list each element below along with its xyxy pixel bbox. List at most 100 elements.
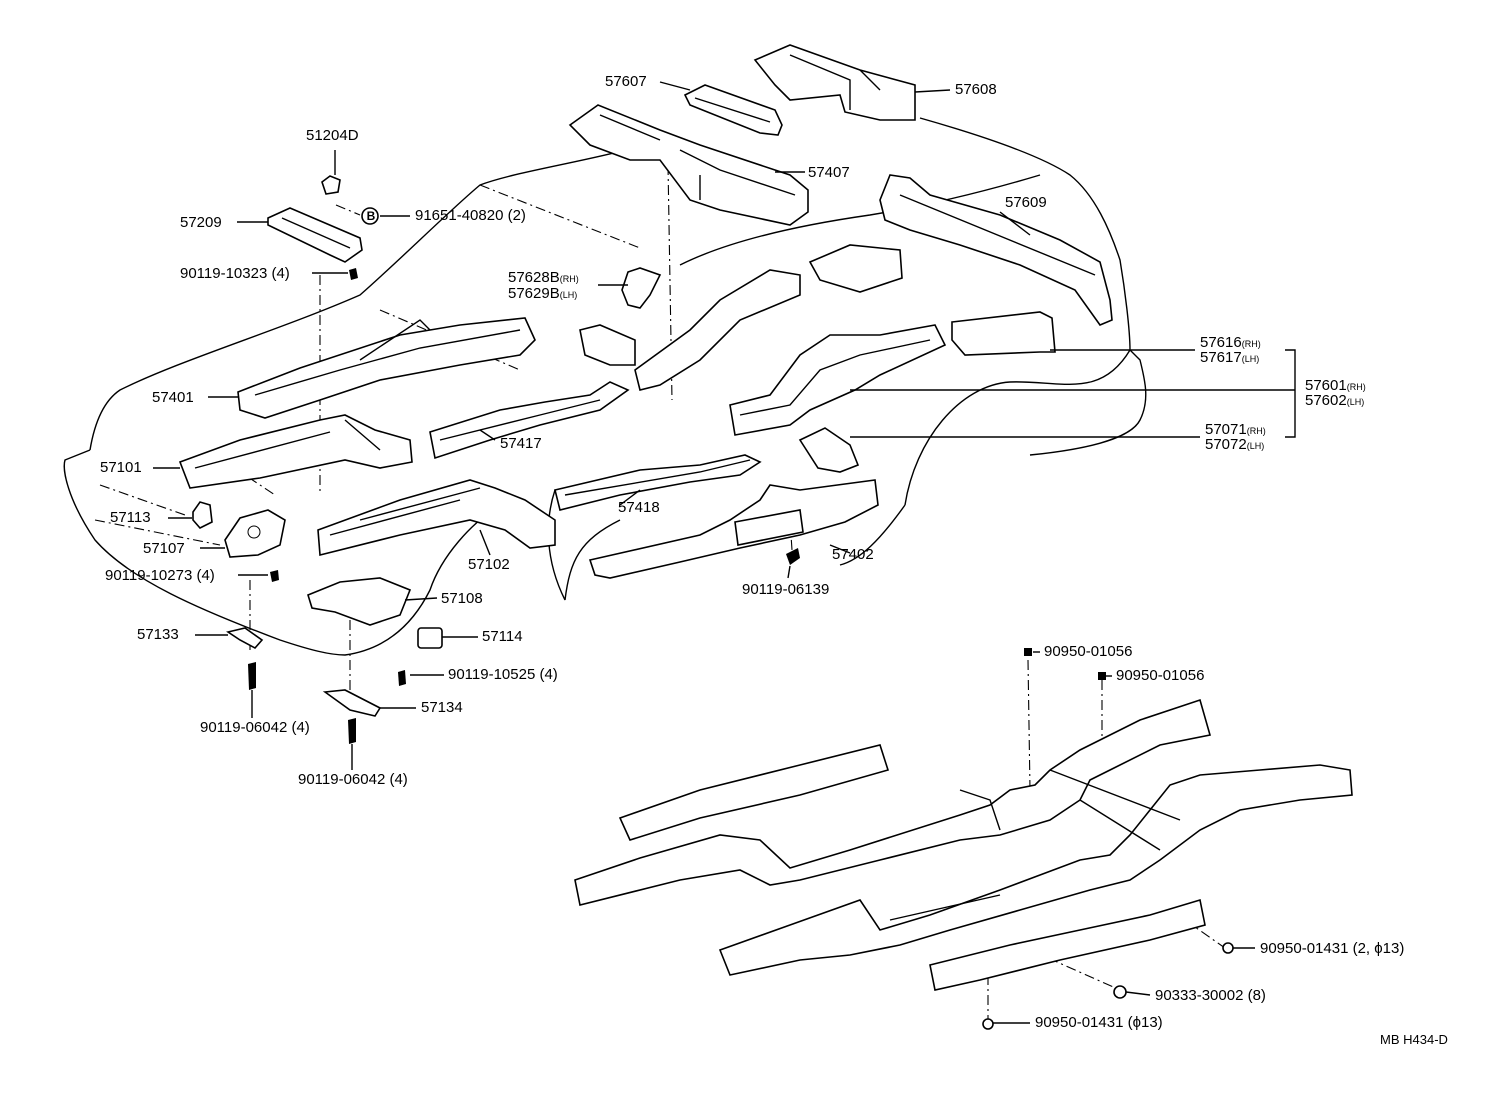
label-57134: 57134 [421,699,463,716]
label-57407: 57407 [808,164,850,181]
label-90119-06139: 90119-06139 [742,581,830,598]
guide-57107 [94,519,221,546]
label-57617: 57617(LH) [1200,350,1259,367]
label-90950-01431-a: 90950-01431 (2, ϕ13) [1260,940,1405,957]
label-57402: 57402 [832,546,874,563]
part-57113 [192,501,213,529]
part-57102 [317,479,556,557]
part-57402 [588,479,879,579]
label-57071: 57071(RH) [1205,422,1266,439]
label-57601: 57601(RH) [1305,378,1366,395]
part-57418 [554,454,762,511]
bolt-90119-10323 [349,268,358,280]
label-57629B-side: (LH) [559,290,578,300]
label-57418: 57418 [618,499,660,516]
label-57101: 57101 [100,459,142,476]
nut-90950-01056a [1024,648,1032,656]
guide-57101 [214,454,276,496]
part-57133 [226,627,264,650]
label-57616-number: 57616 [1200,334,1242,351]
body-outline-left-side [63,449,511,656]
body-outline-sill [564,504,906,601]
bolt-90119-06042a [248,662,256,690]
label-57114: 57114 [482,628,523,645]
part-57608 [753,44,916,121]
part-57601-upper [808,244,903,293]
label-57072: 57072(LH) [1205,437,1264,454]
label-57102: 57102 [468,556,510,573]
label-57601-side: (RH) [1346,382,1366,392]
guide-51204D [335,204,361,216]
label-90119-10525: 90119-10525 (4) [448,666,558,683]
label-90950-01056-a: 90950-01056 [1044,643,1133,660]
label-57601-number: 57601 [1305,377,1347,394]
guide-90950-01056a [1027,659,1031,791]
label-57209: 57209 [180,214,222,231]
label-90333-30002: 90333-30002 (8) [1155,987,1266,1004]
label-57108: 57108 [441,590,483,607]
part-57209 [267,207,363,263]
label-51204D: 51204D [306,127,359,144]
diagram-code: MB H434-D [1380,1032,1448,1047]
label-57133: 57133 [137,626,179,643]
label-57616: 57616(RH) [1200,335,1261,352]
label-90950-01056-b: 90950-01056 [1116,667,1205,684]
label-57617-side: (LH) [1241,354,1260,364]
bolt-90119-10273 [270,570,279,582]
part-57407 [568,104,809,226]
label-57628B-side: (RH) [559,274,579,284]
label-57608: 57608 [955,81,997,98]
label-90119-10273: 90119-10273 (4) [105,567,215,584]
label-57609: 57609 [1005,194,1047,211]
label-57628B-number: 57628B [508,269,560,286]
part-57071 [798,427,860,473]
label-90119-06042-a: 90119-06042 (4) [200,719,310,736]
nut-90950-01431a [1222,942,1234,954]
plug-90333 [1113,985,1127,999]
b-marker-circle [361,207,379,225]
part-57616 [951,311,1056,356]
label-57607: 57607 [605,73,647,90]
body-outline-mid [679,174,1041,266]
label-57071-side: (RH) [1246,426,1266,436]
guide-90333 [1029,949,1121,991]
leader-lines [153,81,1296,1024]
label-57072-number: 57072 [1205,436,1247,453]
guide-57113 [99,484,186,516]
bolt-90119-10525 [398,670,406,686]
label-57107: 57107 [143,540,185,557]
guide-57401 [379,309,521,371]
label-90119-10323: 90119-10323 (4) [180,265,290,282]
part-57402-plate [734,509,804,546]
part-tunnel-bracket [579,324,636,366]
bolt-90119-06042b [348,718,356,744]
nut-90950-01056b [1098,672,1106,680]
part-center-tunnel-left [634,269,801,391]
part-57114 [417,627,443,649]
label-57628B: 57628B(RH) [508,270,579,287]
part-57101 [178,414,413,489]
label-57629B: 57629B(LH) [508,286,577,303]
part-51204D [321,175,341,195]
guide-57407 [479,184,641,249]
part-57628B [621,267,662,309]
part-57601 [729,324,947,436]
label-b-marker: B [366,209,376,223]
label-57602-side: (LH) [1346,397,1365,407]
label-57602-number: 57602 [1305,392,1347,409]
part-57134 [322,689,382,717]
label-57071-number: 57071 [1205,421,1247,438]
body-outline-roof [919,117,1131,351]
label-57401: 57401 [152,389,194,406]
label-57113: 57113 [110,509,151,526]
label-91651-40820: 91651-40820 (2) [415,207,526,224]
frame-assembly [574,698,1353,991]
label-57629B-number: 57629B [508,285,560,302]
body-outline-wheel-arch [904,349,1131,506]
label-57616-side: (RH) [1241,339,1261,349]
label-57417: 57417 [500,435,542,452]
part-57417 [429,381,630,460]
part-90119-06139 [786,548,800,565]
